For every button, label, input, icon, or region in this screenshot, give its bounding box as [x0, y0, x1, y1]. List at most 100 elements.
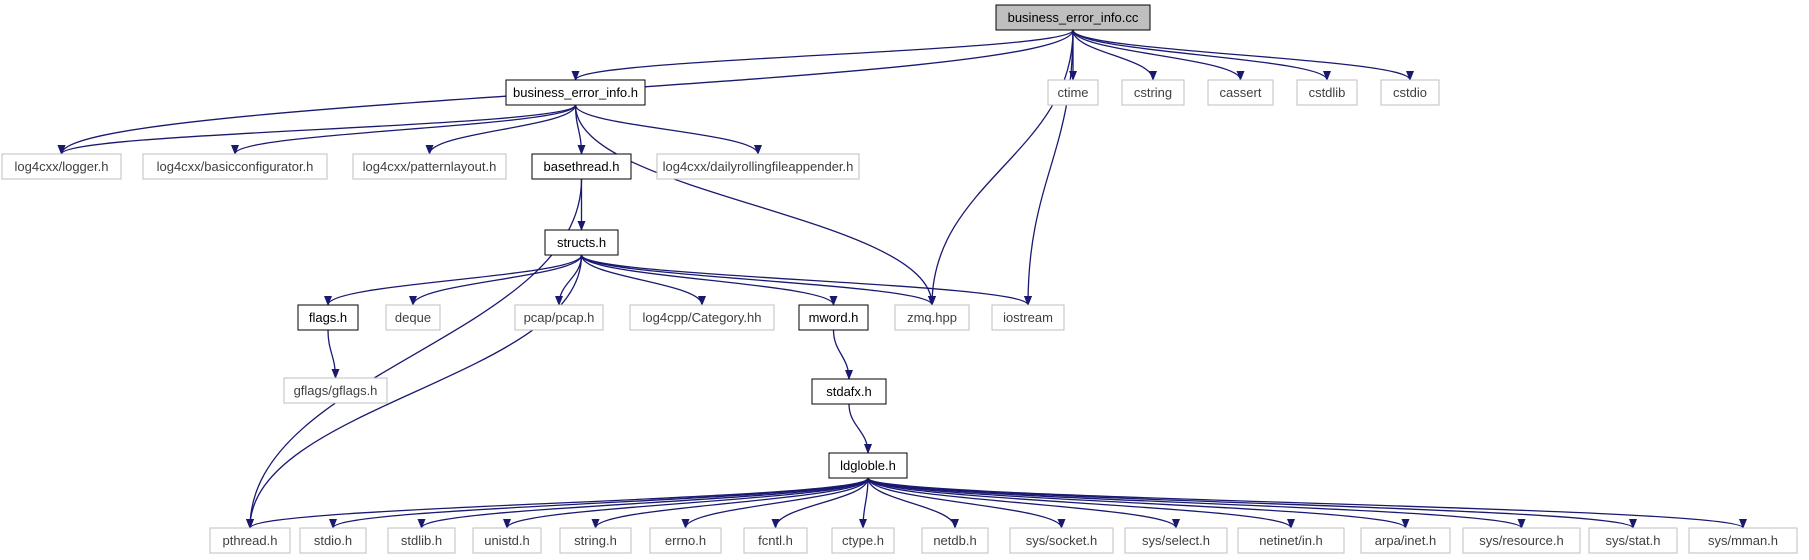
- node-label-deque: deque: [395, 310, 431, 325]
- node-label-category: log4cpp/Category.hh: [642, 310, 761, 325]
- node-mword[interactable]: mword.h: [798, 304, 869, 331]
- node-label-ldgloble: ldgloble.h: [840, 458, 896, 473]
- node-pthread: pthread.h: [209, 527, 291, 554]
- node-box-cstdio: [1380, 79, 1440, 106]
- node-ldgloble[interactable]: ldgloble.h: [828, 452, 908, 479]
- node-unistd: unistd.h: [472, 527, 542, 554]
- edge-root-to-cstdlib: [1072, 29, 1331, 81]
- node-label-patternlayout: log4cxx/patternlayout.h: [363, 159, 497, 174]
- node-stat: sys/stat.h: [1588, 527, 1678, 554]
- node-root[interactable]: business_error_info.cc: [995, 4, 1151, 31]
- edge-structs-to-pthread: [246, 254, 583, 529]
- node-deque: deque: [385, 304, 441, 331]
- node-box-stdio: [299, 527, 367, 554]
- edge-structs-to-flags: [324, 254, 583, 306]
- edge-ldgloble-to-pthread: [246, 477, 869, 529]
- edge-basethread-to-pthread: [246, 178, 583, 529]
- node-flags[interactable]: flags.h: [297, 304, 359, 331]
- edge-ldgloble-to-stat: [867, 477, 1637, 529]
- node-box-mman: [1688, 527, 1798, 554]
- edge-root-to-cassert: [1072, 29, 1245, 81]
- node-label-zmq: zmq.hpp: [907, 310, 957, 325]
- edge-beh-to-dailyroll: [574, 104, 762, 155]
- node-cstring: cstring: [1121, 79, 1185, 106]
- node-label-stdlib: stdlib.h: [401, 533, 442, 548]
- node-box-mword: [798, 304, 869, 331]
- node-stdio: stdio.h: [299, 527, 367, 554]
- node-resource: sys/resource.h: [1462, 527, 1581, 554]
- node-label-errno: errno.h: [665, 533, 706, 548]
- node-label-select: sys/select.h: [1142, 533, 1210, 548]
- node-box-socket: [1009, 527, 1114, 554]
- node-label-gflags: gflags/gflags.h: [294, 383, 378, 398]
- node-structs[interactable]: structs.h: [544, 229, 619, 256]
- edge-structs-to-category: [580, 254, 706, 306]
- edge-root-to-cstring: [1072, 29, 1157, 81]
- node-label-stdio: stdio.h: [314, 533, 352, 548]
- node-box-cstring: [1121, 79, 1185, 106]
- node-stdafx[interactable]: stdafx.h: [811, 378, 887, 405]
- node-label-ctype: ctype.h: [842, 533, 884, 548]
- node-errno: errno.h: [649, 527, 722, 554]
- node-beh[interactable]: business_error_info.h: [505, 79, 646, 106]
- node-label-stat: sys/stat.h: [1606, 533, 1661, 548]
- node-box-basiccfg: [142, 153, 328, 180]
- node-label-resource: sys/resource.h: [1479, 533, 1564, 548]
- edge-ldgloble-to-socket: [867, 477, 1066, 529]
- edge-root-to-zmq: [928, 29, 1074, 306]
- node-basiccfg: log4cxx/basicconfigurator.h: [142, 153, 328, 180]
- node-box-stdlib: [387, 527, 456, 554]
- edge-ldgloble-to-ctype: [859, 477, 869, 529]
- node-box-iostream: [991, 304, 1065, 331]
- edge-ldgloble-to-unistd: [503, 477, 869, 529]
- node-label-beh: business_error_info.h: [513, 85, 638, 100]
- node-ctime: ctime: [1047, 79, 1099, 106]
- node-label-fcntl: fcntl.h: [758, 533, 793, 548]
- node-box-dailyroll: [656, 153, 860, 180]
- node-pcap: pcap/pcap.h: [514, 304, 604, 331]
- node-stdlib: stdlib.h: [387, 527, 456, 554]
- node-label-arpainet: arpa/inet.h: [1375, 533, 1436, 548]
- node-box-fcntl: [743, 527, 808, 554]
- node-mman: sys/mman.h: [1688, 527, 1798, 554]
- node-socket: sys/socket.h: [1009, 527, 1114, 554]
- node-box-cassert: [1207, 79, 1274, 106]
- node-box-zmq: [894, 304, 970, 331]
- node-box-errno: [649, 527, 722, 554]
- node-logger: log4cxx/logger.h: [1, 153, 122, 180]
- edge-ldgloble-to-stdio: [329, 477, 869, 529]
- node-basethread[interactable]: basethread.h: [531, 153, 632, 180]
- node-label-netdb: netdb.h: [933, 533, 976, 548]
- node-label-structs: structs.h: [557, 235, 606, 250]
- node-label-dailyroll: log4cxx/dailyrollingfileappender.h: [663, 159, 854, 174]
- node-box-cstdlib: [1296, 79, 1358, 106]
- node-label-root: business_error_info.cc: [1008, 10, 1139, 25]
- node-gflags: gflags/gflags.h: [283, 377, 388, 404]
- node-box-logger: [1, 153, 122, 180]
- edge-ldgloble-to-mman: [867, 477, 1747, 529]
- node-label-unistd: unistd.h: [484, 533, 530, 548]
- node-box-netdb: [921, 527, 989, 554]
- node-label-cstdio: cstdio: [1393, 85, 1427, 100]
- edge-ldgloble-to-errno: [681, 477, 869, 529]
- node-label-cstring: cstring: [1134, 85, 1172, 100]
- edge-structs-to-mword: [580, 254, 838, 306]
- node-label-pthread: pthread.h: [223, 533, 278, 548]
- node-box-basethread: [531, 153, 632, 180]
- edge-structs-to-zmq: [580, 254, 936, 306]
- node-label-basiccfg: log4cxx/basicconfigurator.h: [157, 159, 314, 174]
- node-box-beh: [505, 79, 646, 106]
- node-ctype: ctype.h: [831, 527, 895, 554]
- edge-ldgloble-to-arpainet: [867, 477, 1410, 529]
- node-box-ctime: [1047, 79, 1099, 106]
- node-label-netinet: netinet/in.h: [1259, 533, 1323, 548]
- edge-root-to-beh: [571, 29, 1074, 81]
- node-label-mword: mword.h: [809, 310, 859, 325]
- edge-ldgloble-to-fcntl: [771, 477, 869, 529]
- node-label-flags: flags.h: [309, 310, 347, 325]
- edge-structs-to-iostream: [580, 254, 1032, 306]
- edges-layer: [57, 29, 1747, 529]
- node-label-basethread: basethread.h: [544, 159, 620, 174]
- edge-structs-to-deque: [409, 254, 583, 306]
